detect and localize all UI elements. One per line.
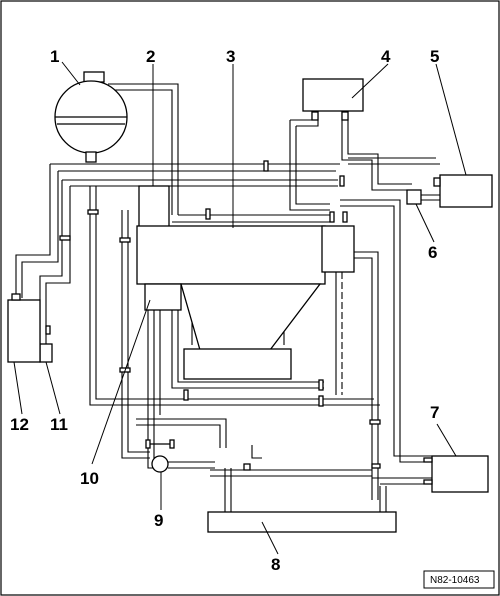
leader-lines <box>13 61 467 555</box>
component-12-reservoir <box>7 299 41 363</box>
component-11-connector <box>39 343 53 363</box>
callout-2: 2 <box>146 47 155 66</box>
callout-7: 7 <box>430 403 439 422</box>
callout-12: 12 <box>10 415 29 434</box>
callout-4: 4 <box>381 47 391 66</box>
callout-3: 3 <box>226 47 235 66</box>
radiator <box>207 511 397 533</box>
callout-1: 1 <box>50 47 59 66</box>
component-6-valve <box>406 189 422 205</box>
callout-5: 5 <box>430 47 439 66</box>
engine-block <box>136 225 355 351</box>
figure-ref: N82-10463 <box>430 575 480 586</box>
coolant-hoses <box>15 83 440 515</box>
callout-11: 11 <box>50 415 68 434</box>
callout-6: 6 <box>428 243 437 262</box>
component-12-cap <box>11 293 21 301</box>
callout-8: 8 <box>271 555 280 574</box>
bleed-symbol <box>251 445 262 459</box>
figure-ref-box <box>423 570 495 589</box>
component-2-housing <box>138 185 170 229</box>
component-7-unit <box>431 455 489 493</box>
callout-10: 10 <box>80 469 99 488</box>
oil-sump <box>183 348 292 380</box>
coolant-pump <box>145 439 175 473</box>
component-5-unit <box>439 174 493 208</box>
callout-9: 9 <box>154 511 163 530</box>
heat-exchanger <box>302 78 364 112</box>
expansion-tank <box>54 71 128 163</box>
